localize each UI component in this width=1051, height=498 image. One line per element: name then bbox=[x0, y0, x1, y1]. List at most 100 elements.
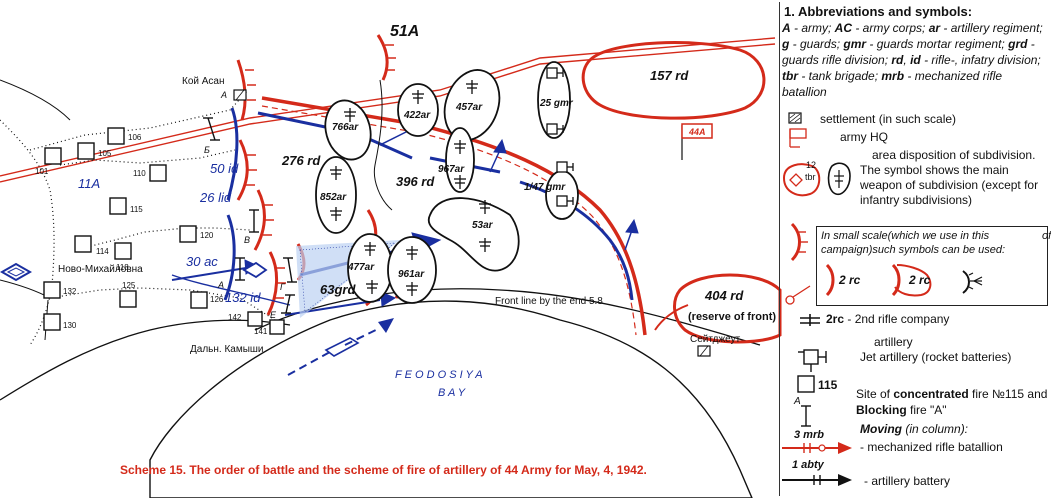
abbr-text-part: - rifle-, infatry division; bbox=[920, 53, 1041, 67]
area-disposition-icon bbox=[782, 162, 851, 197]
army-label-11a: 11A bbox=[78, 176, 100, 191]
blocking-fire-bars bbox=[203, 117, 297, 314]
unit-276rd: 276 rd bbox=[281, 153, 321, 168]
abbr-text-part: - guards mortar regiment; bbox=[866, 37, 1009, 51]
route-icon bbox=[785, 285, 811, 305]
legend-blocking-letter: A bbox=[794, 396, 801, 407]
unit-30ac: 30 ac bbox=[186, 254, 218, 269]
unit-396rd: 396 rd bbox=[396, 174, 435, 189]
fire-site-110: 110 bbox=[133, 169, 146, 178]
settlement-seitdzheut: Сейтджеут bbox=[690, 334, 741, 345]
legend-settlement: settlement (in such scale) bbox=[820, 112, 957, 126]
legend-rifle-company: 2rc - 2nd rifle company bbox=[826, 312, 949, 326]
unit-26lid: 26 lid bbox=[199, 190, 232, 205]
fire-site-126: 126 bbox=[210, 295, 224, 304]
legend-abbreviations: A - army; AC - army corps; ar - artiller… bbox=[782, 20, 1048, 100]
abbr-text-part: g bbox=[782, 37, 790, 51]
unit-852ar: 852ar bbox=[320, 192, 347, 203]
unit-1-47gmr: 1/47 gmr bbox=[524, 182, 566, 193]
unit-457ar: 457ar bbox=[455, 102, 483, 113]
enemy-diamond-west bbox=[0, 262, 33, 282]
unit-967ar: 967ar bbox=[438, 164, 465, 175]
settlement-daln-kamyshi: Дальн. Камыши bbox=[190, 344, 264, 355]
sea-landing-arrowhead bbox=[378, 318, 394, 333]
legend-main-weapon: The symbol shows the main weapon of subd… bbox=[860, 163, 1039, 207]
fire-site-125: 125 bbox=[122, 281, 136, 290]
reserve-march bbox=[654, 304, 689, 331]
blocking-letter-a2: A bbox=[217, 280, 224, 290]
blocking-letter-g: Г bbox=[280, 282, 286, 292]
railway bbox=[0, 37, 776, 183]
unit-422ar: 422ar bbox=[403, 110, 431, 121]
fire-site-desc-part: concentrated bbox=[893, 387, 969, 401]
fire-site-142: 142 bbox=[228, 313, 242, 322]
abbr-text-part: ar bbox=[928, 21, 941, 35]
rc-symbol-b-icon bbox=[891, 263, 932, 297]
map-caption: Scheme 15. The order of battle and the s… bbox=[120, 463, 647, 477]
legend-rc-b: 2 rc bbox=[909, 273, 931, 287]
abbr-text-part: grd bbox=[1008, 37, 1028, 51]
abbr-text-part: rd bbox=[891, 53, 904, 67]
fire-site-118: 118 bbox=[116, 263, 129, 272]
fire-site-desc-part: fire "A" bbox=[906, 403, 947, 417]
abbr-text-part: gmr bbox=[843, 37, 867, 51]
fire-site-101: 101 bbox=[35, 167, 49, 176]
legend-abty-desc: - artillery battery bbox=[864, 474, 951, 488]
unit-53ar: 53ar bbox=[472, 220, 494, 231]
artillery-blobs bbox=[315, 61, 579, 304]
legend-of-fragment: of bbox=[1042, 230, 1051, 242]
legend-moving: Moving (in column): bbox=[860, 422, 968, 436]
abbr-text-part: mrb bbox=[881, 69, 905, 83]
fire-site-105: 105 bbox=[98, 149, 112, 158]
abbr-text-part: tbr bbox=[782, 69, 798, 83]
front-line bbox=[254, 288, 761, 346]
army-label-44a: 44A bbox=[688, 127, 706, 137]
abbr-text-part: - army; bbox=[790, 21, 835, 35]
legend-panel: 1. Abbreviations and symbols: A - army; … bbox=[779, 2, 1051, 496]
artillery-symbols bbox=[330, 80, 491, 296]
legend-mrb-desc: - mechanized rifle batallion bbox=[860, 440, 1003, 454]
unit-157rd: 157 rd bbox=[650, 68, 689, 83]
fire-site-squares bbox=[43, 127, 285, 335]
fire-site-114: 114 bbox=[96, 247, 109, 256]
coastline bbox=[149, 300, 753, 498]
legend-abty-label: 1 abty bbox=[792, 459, 824, 471]
fire-site-desc-part: fire №115 and bbox=[968, 387, 1048, 401]
abbr-text-part: - tank brigade; bbox=[798, 69, 882, 83]
roads bbox=[0, 89, 276, 346]
legend-moving-word: Moving bbox=[860, 422, 902, 436]
road-west bbox=[0, 79, 71, 121]
road-southwest bbox=[0, 279, 51, 299]
abty-arrow-icon bbox=[782, 474, 852, 486]
mrb-arrow-icon bbox=[782, 442, 852, 454]
fire-site-141: 141 bbox=[254, 327, 268, 336]
fire-site-120: 120 bbox=[200, 231, 214, 240]
settlement-novo-mikhailovka: Ново-Михайловна bbox=[58, 264, 143, 275]
landing-craft bbox=[324, 337, 360, 357]
legend-army-hq: army HQ bbox=[840, 130, 888, 144]
legend-area-disposition: area disposition of subdivision. bbox=[872, 148, 1036, 162]
army-hq-flag bbox=[681, 123, 713, 160]
legend-rifle-company-abbr: 2rc bbox=[826, 312, 845, 326]
blocking-letter-e: Е bbox=[270, 310, 277, 320]
unit-reserve: (reserve of front) bbox=[688, 311, 776, 323]
abbr-text-part: AC bbox=[834, 21, 853, 35]
abbr-text-part: A bbox=[782, 21, 791, 35]
unit-477ar: 477ar bbox=[347, 262, 375, 273]
legend-moving-suffix: (in column): bbox=[902, 422, 969, 436]
fire-site-115: 115 bbox=[130, 205, 143, 214]
blocking-letter-v: В bbox=[244, 235, 250, 245]
fire-site-106: 106 bbox=[128, 133, 142, 142]
boundary-line bbox=[373, 79, 393, 211]
abbr-text-part: - artillery regiment; bbox=[940, 21, 1043, 35]
unit-50id: 50 id bbox=[210, 161, 239, 176]
unit-404rd: 404 rd bbox=[704, 288, 744, 303]
abbr-text-part: - army corps; bbox=[852, 21, 929, 35]
legend-fire-site-desc: Site of concentrated fire №115 and Block… bbox=[856, 386, 1048, 418]
unit-766ar: 766ar bbox=[332, 122, 359, 133]
abbr-text-part: - guards; bbox=[789, 37, 844, 51]
division-404rd bbox=[673, 273, 782, 344]
legend-artillery: artillery bbox=[874, 335, 913, 349]
enemy-diamond-west-inner bbox=[6, 267, 26, 277]
